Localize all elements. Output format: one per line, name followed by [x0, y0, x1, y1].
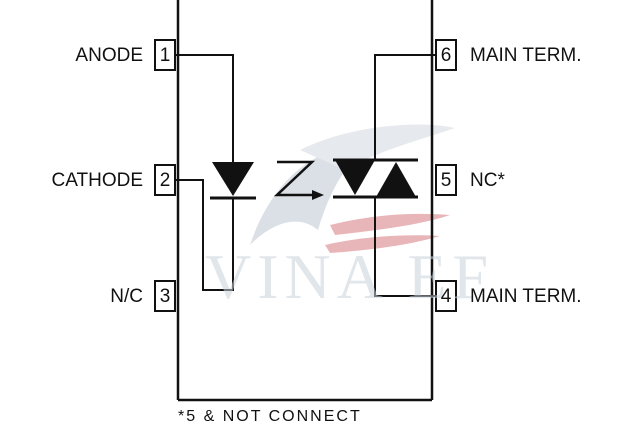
pin-box-5	[435, 164, 457, 196]
led-diode-icon	[210, 162, 256, 200]
pin-label-nc-5: NC*	[470, 170, 505, 191]
triac-wiring	[374, 54, 436, 297]
pin-number-2: 2	[159, 169, 171, 191]
pin-number-5: 5	[440, 169, 452, 191]
pin-label-cathode: CATHODE	[51, 170, 143, 191]
light-emission-icon	[273, 160, 324, 200]
pin-label-main-term-6: MAIN TERM.	[470, 45, 582, 66]
pin-number-1: 1	[159, 44, 171, 66]
pin-box-3	[154, 280, 176, 312]
pin-label-anode: ANODE	[75, 45, 143, 66]
pin-boxes	[154, 39, 457, 312]
pin-label-main-term-4: MAIN TERM.	[470, 286, 582, 307]
pin-number-4: 4	[440, 285, 452, 307]
pin-number-6: 6	[440, 44, 452, 66]
triac-icon	[333, 158, 418, 199]
ic-package-body	[176, 0, 434, 402]
pin-label-nc-3: N/C	[110, 286, 143, 307]
footnote: *5 & NOT CONNECT	[178, 408, 362, 425]
watermark-text: VINA EF	[205, 241, 495, 312]
pin-number-3: 3	[159, 285, 171, 307]
led-wiring	[175, 54, 234, 291]
